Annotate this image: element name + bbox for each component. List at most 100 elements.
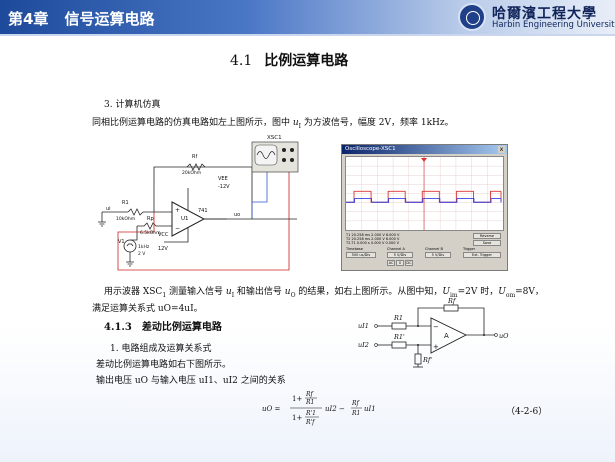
result-i-sub: om xyxy=(505,291,516,299)
fig-minus-sign: − xyxy=(433,323,439,331)
formula-rf: Rf xyxy=(351,400,361,407)
diff-line-1: 差动比例运算电路如右下图所示。 xyxy=(96,360,232,370)
oscilloscope-window: Oscilloscope-XSC1 x T1 20.258 ms 2.000 V… xyxy=(341,144,508,271)
input-node-label: ui xyxy=(106,206,111,212)
channel-a-dc-button[interactable]: DC xyxy=(405,260,413,266)
formula-num-rf: Rf xyxy=(305,391,315,398)
reverse-button[interactable]: Reverse xyxy=(473,233,501,239)
result-e: u xyxy=(284,287,291,297)
subsection-title-text: 差动比例运算电路 xyxy=(141,322,222,333)
sim-ui: u xyxy=(292,118,299,128)
equation-4-2-6: uO = 1+ Rf R1 1+ R'1 R'f uI2 − Rf R1 uI1 xyxy=(262,391,376,426)
formula-den-one: 1+ xyxy=(292,414,302,422)
source-frequency: 1kHz xyxy=(138,244,150,250)
timebase-field[interactable]: 500 us/Div xyxy=(346,252,376,258)
vcc-label: VCC xyxy=(158,232,169,238)
chapter-title: 信号运算电路 xyxy=(64,10,155,28)
chapter-heading: 第4章信号运算电路 xyxy=(8,8,170,29)
result-c-sub: I xyxy=(231,291,235,299)
sim-ui-sub: I xyxy=(298,122,302,130)
opamp-minus-sign: − xyxy=(175,225,180,232)
result-a-sub: 1 xyxy=(162,291,167,299)
result-g-sub: im xyxy=(449,291,458,299)
formula-lhs: uO = xyxy=(262,405,280,413)
rp-label: Rp xyxy=(147,216,154,222)
sim-paragraph-a: 同相比例运算电路的仿真电路如左上图所示，图中 xyxy=(92,118,293,128)
section-title-text: 比例运算电路 xyxy=(264,53,349,69)
equation-number: （4-2-6） xyxy=(506,407,548,417)
section-title: 4.1 比例运算电路 xyxy=(230,50,348,70)
close-icon[interactable]: x xyxy=(498,146,505,153)
university-name-cn: 哈爾濱工程大學 xyxy=(492,6,597,22)
cursor-t1-handle[interactable] xyxy=(421,158,427,162)
result-line-1: 用示波器 XSC1 测量输入信号 uI 和输出信号 uO 的结果，如右上图所示。… xyxy=(104,284,544,299)
scope-waveform-plot xyxy=(346,157,503,230)
vee-value: -12V xyxy=(218,184,230,190)
channel-b-waveform xyxy=(346,198,502,203)
result-h: =2V 时， xyxy=(457,287,499,297)
result-c: u xyxy=(225,287,232,297)
save-button[interactable]: Save xyxy=(473,240,501,246)
formula-r1: R1 xyxy=(351,410,360,417)
formula-den-rfp: R'f xyxy=(305,419,316,426)
fig-opamp-label: A xyxy=(444,332,449,340)
scope-readout-diff: T2-T1 0.000 s 0.000 V 0.000 V xyxy=(346,241,400,245)
r1-value: 10kOhm xyxy=(116,216,135,222)
formula-num-r1: R1 xyxy=(305,399,314,406)
scope-control-panel: T1 20.258 ms 2.000 V 6.000 V T2 20.258 m… xyxy=(345,233,504,269)
fig-ui1-label: uI1 xyxy=(358,322,369,330)
subsection-number: 4.1.3 xyxy=(104,322,132,333)
fig-r1p-label: R1' xyxy=(393,333,405,341)
vcc-value: 12V xyxy=(158,246,168,252)
timebase-label: Timebase xyxy=(346,247,363,251)
channel-a-waveform xyxy=(346,190,502,203)
scope-readout-t2: T2 20.258 ms 2.000 V 6.000 V xyxy=(346,237,400,241)
result-b: 测量输入信号 xyxy=(166,287,226,297)
rf-value: 20kOhm xyxy=(182,170,201,176)
scope-title: Oscilloscope-XSC1 xyxy=(345,146,396,152)
sim-paragraph-b: 为方波信号，幅度 2V，频率 1kHz。 xyxy=(301,118,454,128)
r1-label: R1 xyxy=(122,200,129,206)
formula-den-r1p: R'1 xyxy=(305,410,316,417)
result-j: =8V， xyxy=(515,287,544,297)
subsection-title: 4.1.3 差动比例运算电路 xyxy=(104,318,222,333)
vee-label: VEE xyxy=(218,176,228,182)
result-i: U xyxy=(498,287,506,297)
fig-ui2-label: uI2 xyxy=(358,341,369,349)
channel-b-label: Channel B xyxy=(425,247,443,251)
channel-a-scale-field[interactable]: 5 V/Div xyxy=(387,252,413,258)
result-line-2: 满足运算关系式 uO=4uI。 xyxy=(92,304,203,314)
channel-a-label: Channel A xyxy=(387,247,405,251)
opamp-model: 741 xyxy=(198,208,208,214)
opamp-plus-sign: + xyxy=(175,207,180,214)
diff-line-2: 输出电压 uO 与输入电压 uI1、uI2 之间的关系 xyxy=(96,376,286,386)
university-seal-icon xyxy=(458,3,486,31)
channel-b-scale-field[interactable]: 5 V/Div xyxy=(425,252,451,258)
rf-label: Rf xyxy=(192,154,197,160)
sim-paragraph: 同相比例运算电路的仿真电路如左上图所示，图中 uI 为方波信号，幅度 2V，频率… xyxy=(92,115,454,130)
sim-heading: 3. 计算机仿真 xyxy=(104,100,161,110)
differential-amplifier-figure: Rf R1 R1' Rf' uI1 uI2 uO A − + xyxy=(358,298,509,368)
rp-value: 6.5kOhm xyxy=(140,230,161,236)
result-g: U xyxy=(442,287,450,297)
section-number: 4.1 xyxy=(230,53,253,69)
channel-a-zero-button[interactable]: 0 xyxy=(396,260,404,266)
ext-trigger-button[interactable]: Ext. Trigger xyxy=(463,252,501,258)
fig-r1-label: R1 xyxy=(393,314,403,322)
formula-num-one: 1+ xyxy=(292,395,302,403)
chapter-number: 第4章 xyxy=(8,10,49,28)
header-bar: 第4章信号运算电路 哈爾濱工程大學 Harbin Engineering Uni… xyxy=(0,0,615,34)
source-amplitude: 2 V xyxy=(138,251,146,257)
fig-plus-sign: + xyxy=(433,343,439,351)
header-divider xyxy=(0,34,615,36)
university-name-en: Harbin Engineering University xyxy=(492,20,615,30)
result-a: 用示波器 XSC xyxy=(104,287,163,297)
result-d: 和输出信号 xyxy=(234,287,285,297)
output-node-label: uo xyxy=(234,212,240,218)
channel-a-ac-button[interactable]: AC xyxy=(387,260,395,266)
scope-screen xyxy=(345,156,504,231)
scope-readout-t1: T1 20.258 ms 2.000 V 6.000 V xyxy=(346,233,400,237)
formula-mid: uI2 − xyxy=(325,405,345,413)
noninverting-amplifier-schematic: XSC1 + − U1 741 Rf 20kOhm R1 10kOhm Rp 6… xyxy=(98,135,299,271)
